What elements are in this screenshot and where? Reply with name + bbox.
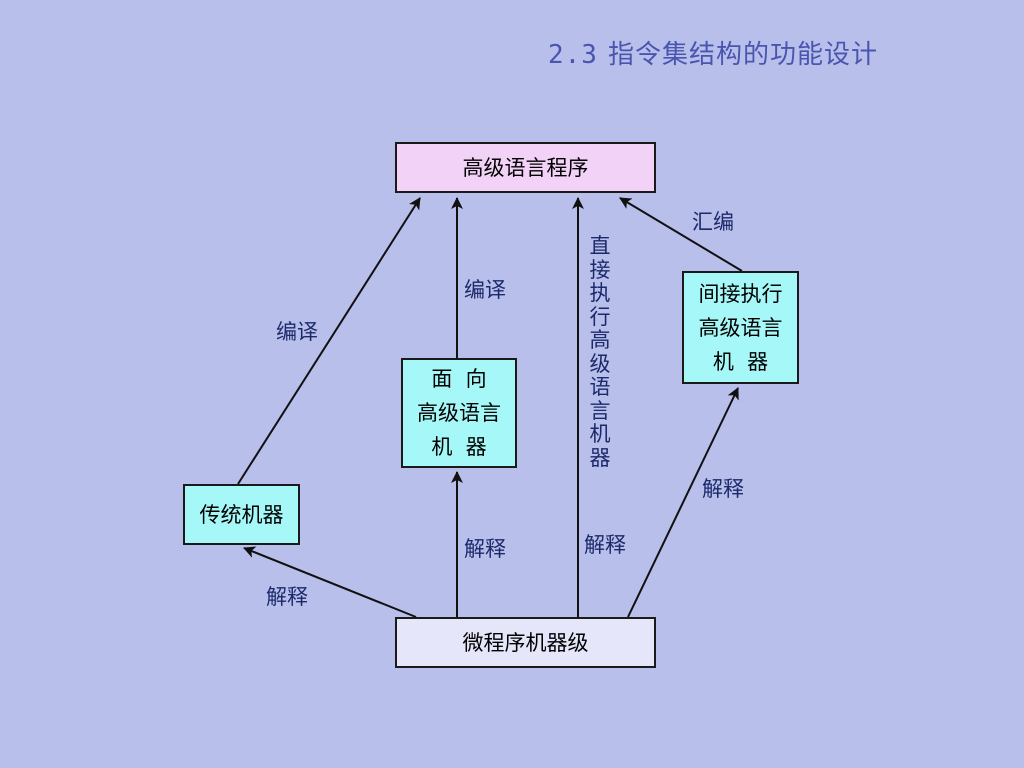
label-direct-execution: 直接执行高级语言机器 <box>589 234 611 470</box>
label-interpret-center: 解释 <box>584 533 626 557</box>
label-interpret-right: 解释 <box>702 477 744 501</box>
microprogram-level-label: 微程序机器级 <box>462 630 589 655</box>
label-interpret-mid: 解释 <box>464 537 506 561</box>
slide-title-text: 指令集结构的功能设计 <box>607 40 878 70</box>
high-level-program-label: 高级语言程序 <box>462 155 589 180</box>
arrow-micro-to-traditional <box>243 546 417 618</box>
label-compile-left: 编译 <box>276 320 318 344</box>
indirect-machine-line2: 高级语言 <box>698 315 783 340</box>
traditional-machine-label: 传统机器 <box>199 502 284 527</box>
label-compile-mid: 编译 <box>464 278 506 302</box>
oriented-machine-box: 面 向 高级语言 机 器 <box>401 358 517 468</box>
traditional-machine-box: 传统机器 <box>183 484 300 545</box>
indirect-machine-box: 间接执行 高级语言 机 器 <box>682 271 799 384</box>
arrow-micro-to-indirect <box>627 387 739 618</box>
indirect-machine-line3: 机 器 <box>712 349 769 374</box>
oriented-machine-line2: 高级语言 <box>417 401 501 425</box>
indirect-machine-line1: 间接执行 <box>698 281 783 306</box>
arrow-traditional-to-high <box>237 197 421 485</box>
label-assemble: 汇编 <box>692 210 734 234</box>
slide-number: 2.3 <box>548 40 598 70</box>
microprogram-level-box: 微程序机器级 <box>395 617 656 668</box>
oriented-machine-line3: 机 器 <box>431 435 487 459</box>
label-interpret-left: 解释 <box>266 585 308 609</box>
arrow-indirect-to-high <box>619 197 743 272</box>
oriented-machine-line1: 面 向 <box>431 367 487 391</box>
high-level-program-box: 高级语言程序 <box>395 142 656 193</box>
slide-title: 2.3 指令集结构的功能设计 <box>548 34 878 71</box>
